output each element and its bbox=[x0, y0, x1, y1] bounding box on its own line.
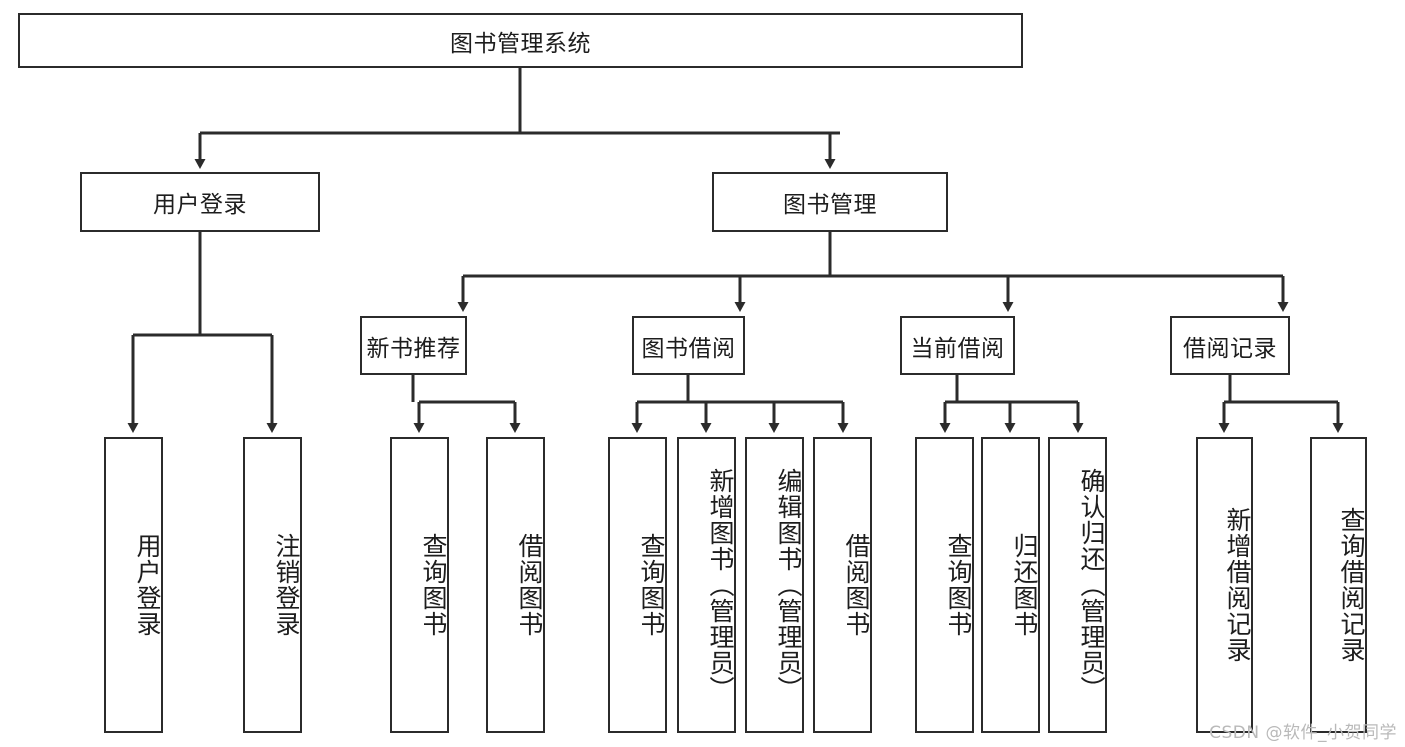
node-leaf-query-record[interactable]: 查询借阅记录 bbox=[1310, 437, 1367, 733]
node-leaf-borrow-book-2-label: 借阅图书 bbox=[842, 533, 871, 637]
node-borrow-record-label: 借阅记录 bbox=[1183, 335, 1277, 362]
node-leaf-borrow-book-2[interactable]: 借阅图书 bbox=[813, 437, 872, 733]
node-leaf-edit-book[interactable]: 编辑图书（管理员） bbox=[745, 437, 804, 733]
node-borrow-record[interactable]: 借阅记录 bbox=[1170, 316, 1290, 375]
node-leaf-add-book-label: 新增图书（管理员） bbox=[706, 468, 735, 702]
node-leaf-query-book-1-label: 查询图书 bbox=[419, 533, 448, 637]
node-leaf-query-book-2[interactable]: 查询图书 bbox=[608, 437, 667, 733]
node-leaf-borrow-book-1-label: 借阅图书 bbox=[515, 533, 544, 637]
node-book-manage[interactable]: 图书管理 bbox=[712, 172, 948, 232]
node-leaf-add-book[interactable]: 新增图书（管理员） bbox=[677, 437, 736, 733]
watermark: CSDN @软件_小贺同学 bbox=[1209, 723, 1397, 743]
node-user-login[interactable]: 用户登录 bbox=[80, 172, 320, 232]
node-leaf-borrow-book-1[interactable]: 借阅图书 bbox=[486, 437, 545, 733]
node-user-login-label: 用户登录 bbox=[153, 192, 247, 218]
node-leaf-query-book-3-label: 查询图书 bbox=[944, 533, 973, 637]
node-book-manage-label: 图书管理 bbox=[783, 192, 877, 218]
node-root[interactable]: 图书管理系统 bbox=[18, 13, 1023, 68]
node-leaf-logout-label: 注销登录 bbox=[272, 533, 301, 637]
node-current-borrow[interactable]: 当前借阅 bbox=[900, 316, 1015, 375]
node-book-borrow[interactable]: 图书借阅 bbox=[632, 316, 745, 375]
node-leaf-logout[interactable]: 注销登录 bbox=[243, 437, 302, 733]
node-leaf-confirm-return[interactable]: 确认归还（管理员） bbox=[1048, 437, 1107, 733]
node-leaf-add-record[interactable]: 新增借阅记录 bbox=[1196, 437, 1253, 733]
node-leaf-return-book-label: 归还图书 bbox=[1010, 533, 1039, 637]
node-leaf-edit-book-label: 编辑图书（管理员） bbox=[774, 468, 803, 702]
node-leaf-user-login[interactable]: 用户登录 bbox=[104, 437, 163, 733]
node-leaf-add-record-label: 新增借阅记录 bbox=[1223, 507, 1252, 663]
node-current-borrow-label: 当前借阅 bbox=[910, 335, 1005, 362]
node-book-borrow-label: 图书借阅 bbox=[641, 335, 736, 362]
node-leaf-user-login-label: 用户登录 bbox=[133, 533, 162, 637]
node-leaf-query-book-2-label: 查询图书 bbox=[637, 533, 666, 637]
node-root-label: 图书管理系统 bbox=[450, 30, 591, 57]
node-leaf-query-book-3[interactable]: 查询图书 bbox=[915, 437, 974, 733]
node-new-book-recommend-label: 新书推荐 bbox=[366, 335, 461, 362]
node-leaf-query-book-1[interactable]: 查询图书 bbox=[390, 437, 449, 733]
node-leaf-query-record-label: 查询借阅记录 bbox=[1337, 507, 1366, 663]
node-leaf-return-book[interactable]: 归还图书 bbox=[981, 437, 1040, 733]
node-leaf-confirm-return-label: 确认归还（管理员） bbox=[1077, 468, 1106, 702]
node-new-book-recommend[interactable]: 新书推荐 bbox=[360, 316, 467, 375]
